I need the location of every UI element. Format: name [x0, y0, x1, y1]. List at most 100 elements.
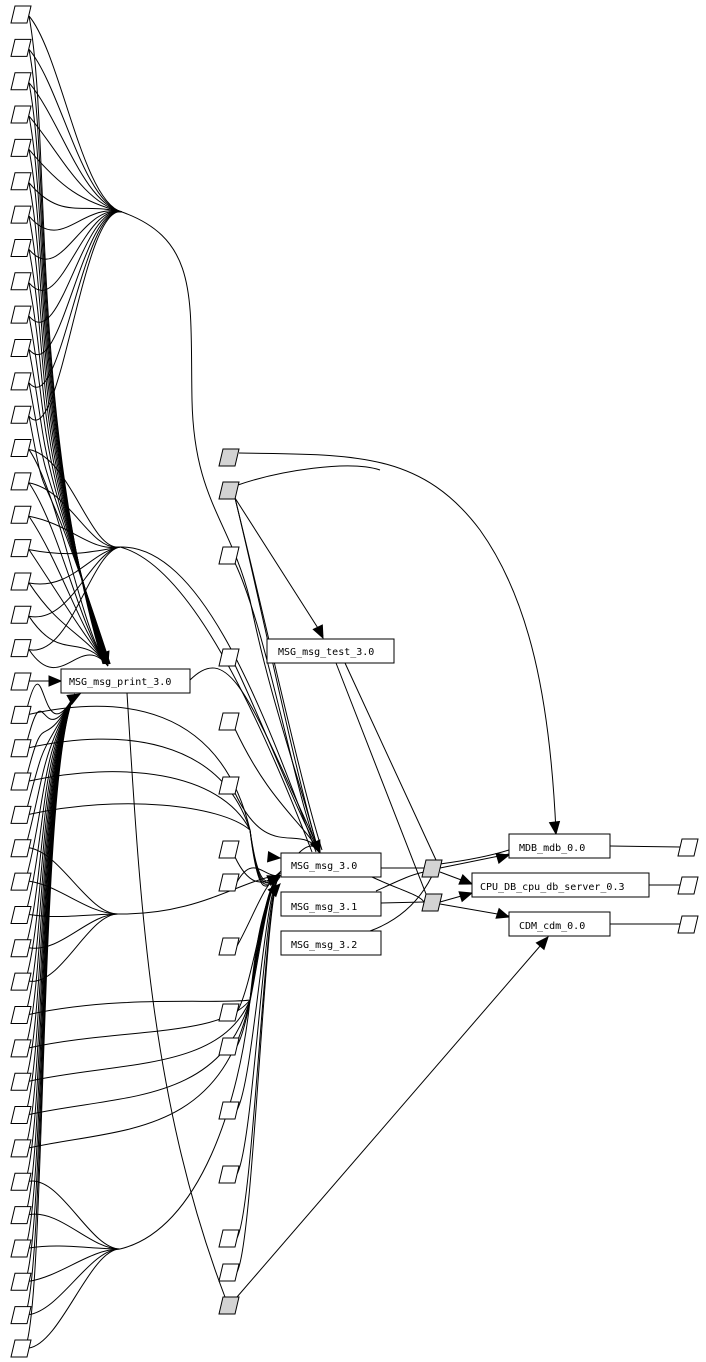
- edge: [28, 872, 281, 1116]
- node-msg-3-1[interactable]: MSG_msg_3.1: [280, 891, 382, 917]
- left-node[interactable]: [10, 672, 32, 691]
- middle-node[interactable]: [218, 1101, 240, 1120]
- edge: [28, 515, 109, 667]
- node-mdb-label: MDB_mdb_0.0: [519, 843, 585, 854]
- left-node[interactable]: [10, 372, 32, 391]
- edge: [28, 546, 121, 618]
- left-node[interactable]: [10, 1039, 32, 1058]
- edge: [234, 728, 321, 853]
- edge: [28, 49, 123, 213]
- arrowhead: [548, 820, 561, 836]
- node-msg-3-2-label: MSG_msg_3.2: [291, 940, 357, 951]
- left-node[interactable]: [10, 1072, 32, 1091]
- arrowhead: [267, 883, 281, 898]
- left-node[interactable]: [10, 872, 32, 891]
- edge: [236, 874, 281, 1047]
- left-node[interactable]: [10, 905, 32, 924]
- middle-node[interactable]: [218, 1003, 240, 1022]
- arrowhead: [495, 852, 511, 865]
- left-node[interactable]: [10, 572, 32, 591]
- left-node[interactable]: [10, 772, 32, 791]
- left-node[interactable]: [10, 739, 32, 758]
- junction-node[interactable]: [421, 859, 443, 878]
- edge: [238, 452, 557, 833]
- middle-node[interactable]: [218, 1037, 240, 1056]
- node-msg-3-2[interactable]: MSG_msg_3.2: [280, 930, 382, 956]
- edge: [26, 683, 76, 715]
- left-node[interactable]: [10, 1206, 32, 1225]
- left-node[interactable]: [10, 1172, 32, 1191]
- middle-node[interactable]: [218, 873, 240, 892]
- middle-node[interactable]: [218, 712, 240, 731]
- node-cdm-label: CDM_cdm_0.0: [519, 921, 585, 932]
- right-node[interactable]: [677, 876, 699, 895]
- edge: [28, 211, 123, 323]
- shaded-node[interactable]: [218, 481, 240, 500]
- left-node[interactable]: [10, 1106, 32, 1125]
- left-node[interactable]: [10, 1239, 32, 1258]
- right-node[interactable]: [677, 915, 699, 934]
- node-cdm[interactable]: CDM_cdm_0.0: [508, 911, 611, 937]
- left-node[interactable]: [10, 172, 32, 191]
- middle-node[interactable]: [218, 776, 240, 795]
- left-node[interactable]: [10, 505, 32, 524]
- middle-node[interactable]: [218, 546, 240, 565]
- edge: [28, 582, 109, 667]
- left-node[interactable]: [10, 1339, 32, 1358]
- left-node[interactable]: [10, 1272, 32, 1291]
- middle-node[interactable]: [218, 1263, 240, 1282]
- left-node[interactable]: [10, 439, 32, 458]
- left-node[interactable]: [10, 339, 32, 357]
- left-node[interactable]: [10, 639, 32, 658]
- left-node[interactable]: [10, 138, 32, 157]
- left-node[interactable]: [10, 472, 32, 491]
- left-node[interactable]: [10, 1139, 32, 1158]
- node-msg-3-0-label: MSG_msg_3.0: [291, 861, 357, 872]
- edge: [28, 1248, 121, 1282]
- left-node[interactable]: [10, 38, 32, 57]
- left-node[interactable]: [10, 1306, 32, 1325]
- left-node[interactable]: [10, 105, 32, 124]
- left-node[interactable]: [10, 805, 32, 824]
- node-msg-test[interactable]: MSG_msg_test_3.0: [266, 638, 395, 664]
- left-node[interactable]: [10, 705, 32, 724]
- left-node[interactable]: [10, 1006, 32, 1024]
- left-node[interactable]: [10, 839, 32, 858]
- edge: [26, 693, 76, 1343]
- left-node[interactable]: [10, 605, 32, 624]
- edge: [119, 546, 313, 853]
- left-node[interactable]: [10, 539, 32, 558]
- node-mdb[interactable]: MDB_mdb_0.0: [508, 833, 611, 859]
- edge: [28, 880, 119, 915]
- middle-node[interactable]: [218, 840, 240, 859]
- junction-node[interactable]: [421, 893, 443, 912]
- middle-node[interactable]: [218, 1229, 240, 1248]
- shaded-node-bottom[interactable]: [218, 1296, 240, 1315]
- shaded-node[interactable]: [218, 448, 240, 467]
- left-node[interactable]: [10, 305, 32, 324]
- edge: [28, 211, 123, 291]
- left-node[interactable]: [10, 72, 32, 91]
- left-node[interactable]: [10, 972, 32, 991]
- node-msg-print[interactable]: MSG_msg_print_3.0: [60, 668, 191, 694]
- edge: [117, 874, 281, 915]
- edge: [609, 845, 681, 848]
- left-node[interactable]: [10, 939, 32, 958]
- left-node[interactable]: [10, 5, 32, 24]
- edge: [28, 149, 123, 213]
- right-node[interactable]: [677, 838, 699, 857]
- left-node[interactable]: [10, 272, 32, 291]
- nodes-layer: [10, 5, 699, 1358]
- left-node[interactable]: [10, 238, 32, 257]
- node-msg-3-0[interactable]: MSG_msg_3.0: [280, 852, 382, 878]
- middle-node[interactable]: [218, 937, 240, 956]
- edge: [234, 664, 321, 853]
- left-node[interactable]: [10, 405, 32, 424]
- node-cpu-db-server[interactable]: CPU_DB_cpu_db_server_0.3: [471, 872, 650, 898]
- node-msg-test-label: MSG_msg_test_3.0: [278, 647, 374, 658]
- left-node[interactable]: [10, 205, 32, 224]
- middle-node[interactable]: [218, 648, 240, 667]
- edge: [28, 210, 123, 260]
- middle-node[interactable]: [218, 1165, 240, 1184]
